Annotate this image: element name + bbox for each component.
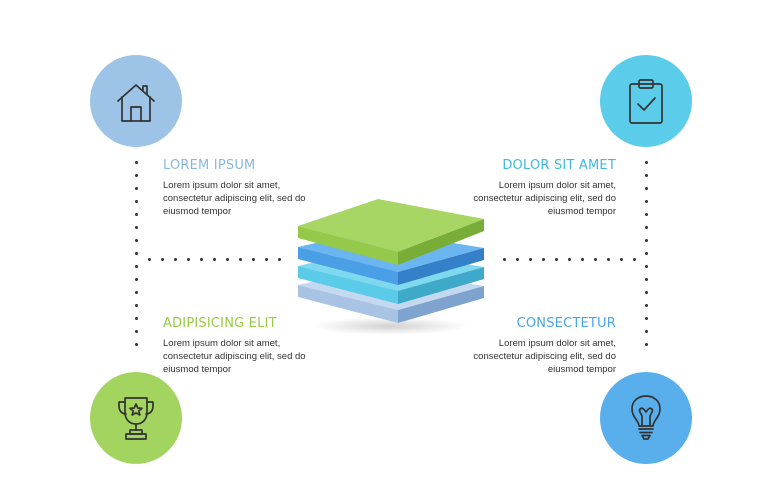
clipboard-check-icon (629, 79, 663, 124)
connector-dot (225, 257, 229, 261)
circle-bottom-right (600, 372, 692, 464)
text-block-adipisicing-elit: ADIPISICING ELIT Lorem ipsum dolor sit a… (163, 316, 333, 376)
connector-dot (134, 225, 138, 229)
connector-dot (160, 257, 164, 261)
connector-dot (134, 329, 138, 333)
body-line: consectetur adipiscing elit, sed do (473, 193, 616, 204)
block-body: Lorem ipsum dolor sit amet, consectetur … (446, 179, 616, 218)
connector-dot (134, 173, 138, 177)
connector-dot (644, 290, 648, 294)
connector-dot (134, 264, 138, 268)
connector-dot (644, 342, 648, 346)
lightbulb-icon (631, 395, 661, 440)
connector-dot (644, 173, 648, 177)
body-line: eiusmod tempor (163, 364, 232, 375)
body-line: eiusmod tempor (547, 364, 616, 375)
connector-dot (173, 257, 177, 261)
body-line: Lorem ipsum dolor sit amet, (498, 180, 616, 191)
connector-dot (644, 316, 648, 320)
connector-dot (644, 199, 648, 203)
connector-dot (264, 257, 268, 261)
body-line: Lorem ipsum dolor sit amet, (163, 338, 281, 349)
body-line: eiusmod tempor (163, 206, 232, 217)
connector-dot (644, 264, 648, 268)
connector-dot (186, 257, 190, 261)
connector-dot (632, 257, 636, 261)
connector-dot (644, 212, 648, 216)
text-block-consectetur: CONSECTETUR Lorem ipsum dolor sit amet, … (446, 316, 616, 376)
connector-dot (134, 186, 138, 190)
text-block-dolor-sit-amet: DOLOR SIT AMET Lorem ipsum dolor sit ame… (446, 158, 616, 218)
connector-dot (134, 199, 138, 203)
block-title: DOLOR SIT AMET (502, 158, 616, 173)
body-line: Lorem ipsum dolor sit amet, (498, 338, 616, 349)
body-line: consectetur adipiscing elit, sed do (163, 351, 306, 362)
connector-dot (251, 257, 255, 261)
text-block-lorem-ipsum: LOREM IPSUM Lorem ipsum dolor sit amet, … (163, 158, 333, 218)
connector-dot (644, 238, 648, 242)
connector-dot (580, 257, 584, 261)
connector-dot (593, 257, 597, 261)
connector-dot (134, 160, 138, 164)
connector-dot (644, 160, 648, 164)
connector-dot (147, 257, 151, 261)
body-line: consectetur adipiscing elit, sed do (473, 351, 616, 362)
body-line: Lorem ipsum dolor sit amet, (163, 180, 281, 191)
connector-dot (134, 316, 138, 320)
circle-bottom-left (90, 372, 182, 464)
block-title: ADIPISICING ELIT (163, 316, 277, 331)
block-body: Lorem ipsum dolor sit amet, consectetur … (163, 337, 333, 376)
connector-dot (134, 238, 138, 242)
connector-dot (134, 342, 138, 346)
connector-dot (644, 303, 648, 307)
connector-dot (554, 257, 558, 261)
circle-top-left (90, 55, 182, 147)
connector-dot (134, 251, 138, 255)
connector-dot (199, 257, 203, 261)
block-title: LOREM IPSUM (163, 158, 256, 173)
connector-dot (134, 277, 138, 281)
connector-dot (212, 257, 216, 261)
connector-dot (619, 257, 623, 261)
connector-dot (644, 225, 648, 229)
connector-dot (567, 257, 571, 261)
body-line: eiusmod tempor (547, 206, 616, 217)
stacked-layers-icon (298, 199, 484, 335)
connector-dot (541, 257, 545, 261)
body-line: consectetur adipiscing elit, sed do (163, 193, 306, 204)
connector-dot (644, 277, 648, 281)
connector-dot (528, 257, 532, 261)
connector-dot (644, 329, 648, 333)
connector-dot (515, 257, 519, 261)
circle-top-right (600, 55, 692, 147)
connector-dot (644, 251, 648, 255)
block-title: CONSECTETUR (516, 316, 616, 331)
layer-1 (298, 199, 484, 265)
connector-dot (134, 212, 138, 216)
block-body: Lorem ipsum dolor sit amet, consectetur … (163, 179, 333, 218)
block-body: Lorem ipsum dolor sit amet, consectetur … (446, 337, 616, 376)
connector-dot (644, 186, 648, 190)
layer-shadow (312, 317, 468, 335)
connector-dot (502, 257, 506, 261)
connector-dot (134, 303, 138, 307)
house-icon (117, 84, 155, 122)
connector-dot (277, 257, 281, 261)
trophy-star-icon (118, 397, 154, 440)
connector-dot (606, 257, 610, 261)
connector-dot (238, 257, 242, 261)
connector-dot (134, 290, 138, 294)
